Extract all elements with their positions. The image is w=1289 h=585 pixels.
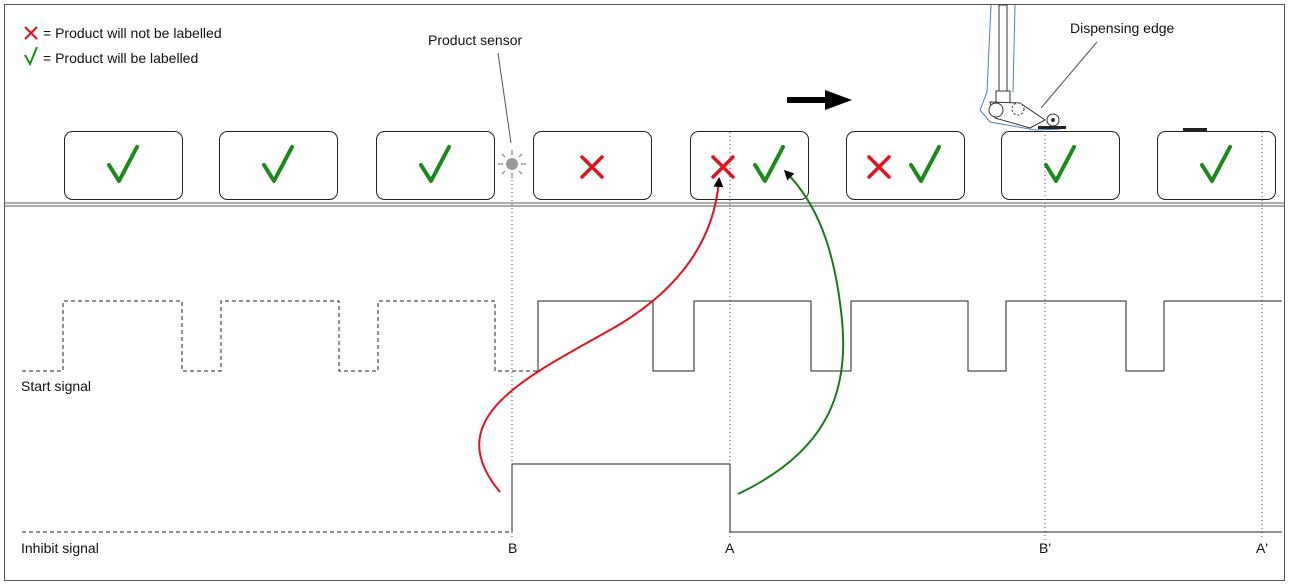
point-B-prime-label: B' <box>1039 540 1051 556</box>
check-icon <box>1044 145 1076 183</box>
product-box <box>1001 131 1120 200</box>
inhibit-end-arrow-green <box>737 169 845 495</box>
legend-cross-icon <box>24 26 38 40</box>
legend: = Product will not be labelled = Product… <box>24 25 222 67</box>
cross-icon <box>580 155 604 179</box>
inhibit-start-arrow-red <box>478 177 724 493</box>
sensor-light-icon <box>498 150 526 178</box>
legend-labelled-text: = Product will be labelled <box>43 50 198 66</box>
check-icon <box>909 145 941 183</box>
cross-icon <box>867 155 891 179</box>
inhibit-signal-solid <box>511 463 1282 533</box>
product-sensor-leader <box>497 52 512 144</box>
product-box <box>64 131 183 200</box>
diagram-frame <box>4 4 1285 581</box>
product-box <box>846 131 965 200</box>
direction-arrow-icon <box>787 90 852 110</box>
dispensing-edge-leader <box>1040 41 1098 109</box>
applicator-icon <box>979 4 1066 131</box>
point-A-label: A <box>725 540 735 556</box>
start-signal-dashed <box>22 300 538 372</box>
applied-label <box>1183 128 1207 132</box>
product-box <box>1157 131 1276 200</box>
product-box <box>219 131 338 200</box>
products-row <box>64 131 1276 200</box>
check-icon <box>1200 145 1232 183</box>
product-box <box>533 131 652 200</box>
start-signal-solid <box>537 300 1282 372</box>
point-B-label: B <box>508 540 517 556</box>
start-signal-label: Start signal <box>21 378 91 394</box>
inhibit-signal-label: Inhibit signal <box>21 540 99 556</box>
product-box <box>376 131 495 200</box>
check-icon <box>107 145 139 183</box>
legend-not-labelled-text: = Product will not be labelled <box>43 25 222 41</box>
legend-check-icon <box>24 46 38 67</box>
dispensing-edge-label: Dispensing edge <box>1070 20 1175 36</box>
product-sensor-label: Product sensor <box>428 32 522 48</box>
product-box <box>690 131 809 200</box>
check-icon <box>262 145 294 183</box>
check-icon <box>753 145 785 183</box>
check-icon <box>419 145 451 183</box>
point-A-prime-label: A' <box>1256 540 1268 556</box>
